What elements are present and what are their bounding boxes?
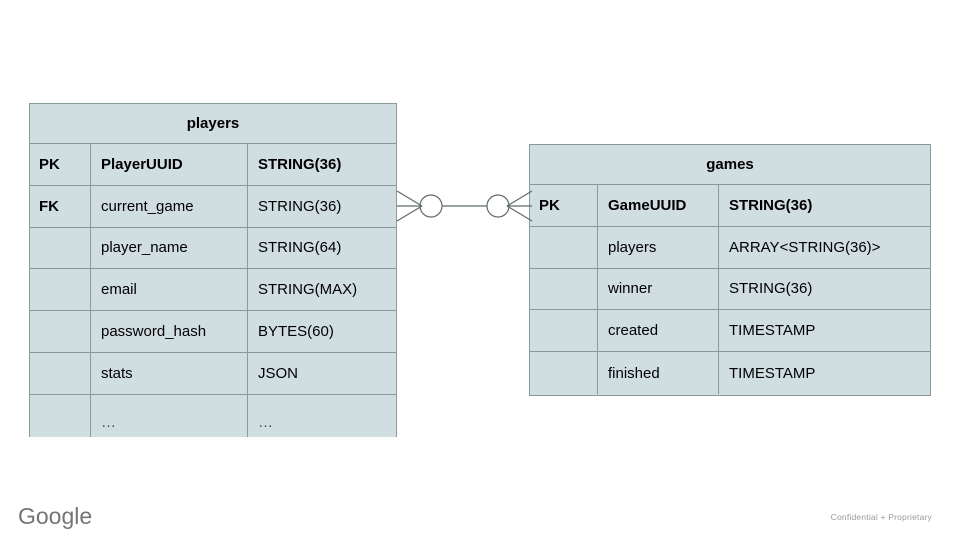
row-field-name: current_game xyxy=(91,185,248,227)
row-field-name: players xyxy=(598,226,719,268)
entity-table-games[interactable]: games PK GameUUID STRING(36) players ARR… xyxy=(529,144,931,396)
row-field-type: TIMESTAMP xyxy=(729,322,816,340)
row-field-type-ellipsis: … xyxy=(258,413,274,431)
row-key-badge: PK xyxy=(530,185,598,226)
entity-title-games: games xyxy=(530,145,930,185)
row-field-name-ellipsis: … xyxy=(91,394,248,437)
row-key-badge xyxy=(530,226,598,268)
row-key-badge xyxy=(530,352,598,394)
table-row[interactable]: stats JSON xyxy=(30,352,396,395)
row-field-name: email xyxy=(91,269,248,311)
row-key-badge: FK xyxy=(30,185,91,227)
table-row[interactable]: players ARRAY<STRING(36)> xyxy=(530,226,930,269)
confidentiality-note: Confidential + Proprietary xyxy=(830,512,932,522)
row-key-badge: PK xyxy=(30,144,91,185)
row-field-type: BYTES(60) xyxy=(258,323,334,341)
row-field-name: GameUUID xyxy=(598,185,719,226)
entity-table-players[interactable]: players PK PlayerUUID STRING(36) FK curr… xyxy=(29,103,397,437)
row-field-type: STRING(36) xyxy=(729,196,813,214)
row-field-type: JSON xyxy=(258,364,299,382)
entity-title-players: players xyxy=(30,104,396,144)
row-field-name: password_hash xyxy=(91,311,248,352)
row-field-name: PlayerUUID xyxy=(91,144,248,185)
row-field-name: stats xyxy=(91,352,248,394)
table-row-more[interactable]: … … xyxy=(30,394,396,437)
table-row[interactable]: winner STRING(36) xyxy=(530,268,930,311)
table-row[interactable]: PK PlayerUUID STRING(36) xyxy=(30,144,396,186)
row-field-type: STRING(64) xyxy=(258,239,342,257)
row-field-name: created xyxy=(598,310,719,352)
row-key-badge xyxy=(530,310,598,352)
relationship-connector-crows-foot-icon[interactable] xyxy=(392,180,537,234)
row-key-badge xyxy=(30,394,91,437)
row-field-type: STRING(36) xyxy=(258,197,342,215)
row-field-type: STRING(36) xyxy=(258,155,342,173)
table-row[interactable]: password_hash BYTES(60) xyxy=(30,311,396,353)
row-field-name: player_name xyxy=(91,227,248,269)
row-key-badge xyxy=(30,269,91,311)
table-row[interactable]: PK GameUUID STRING(36) xyxy=(530,185,930,227)
table-row[interactable]: player_name STRING(64) xyxy=(30,227,396,270)
row-field-name: winner xyxy=(598,268,719,310)
table-row[interactable]: FK current_game STRING(36) xyxy=(30,185,396,228)
table-row[interactable]: created TIMESTAMP xyxy=(530,310,930,353)
row-field-type: STRING(36) xyxy=(729,280,813,298)
table-row[interactable]: finished TIMESTAMP xyxy=(530,352,930,394)
row-key-badge xyxy=(530,268,598,310)
row-key-badge xyxy=(30,311,91,352)
row-field-type: ARRAY<STRING(36)> xyxy=(729,238,881,256)
row-field-name: finished xyxy=(598,352,719,394)
row-key-badge xyxy=(30,227,91,269)
google-logo: Google xyxy=(18,503,93,529)
table-row[interactable]: email STRING(MAX) xyxy=(30,269,396,312)
row-field-type: STRING(MAX) xyxy=(258,281,358,299)
row-field-type: TIMESTAMP xyxy=(729,364,816,382)
row-key-badge xyxy=(30,352,91,394)
